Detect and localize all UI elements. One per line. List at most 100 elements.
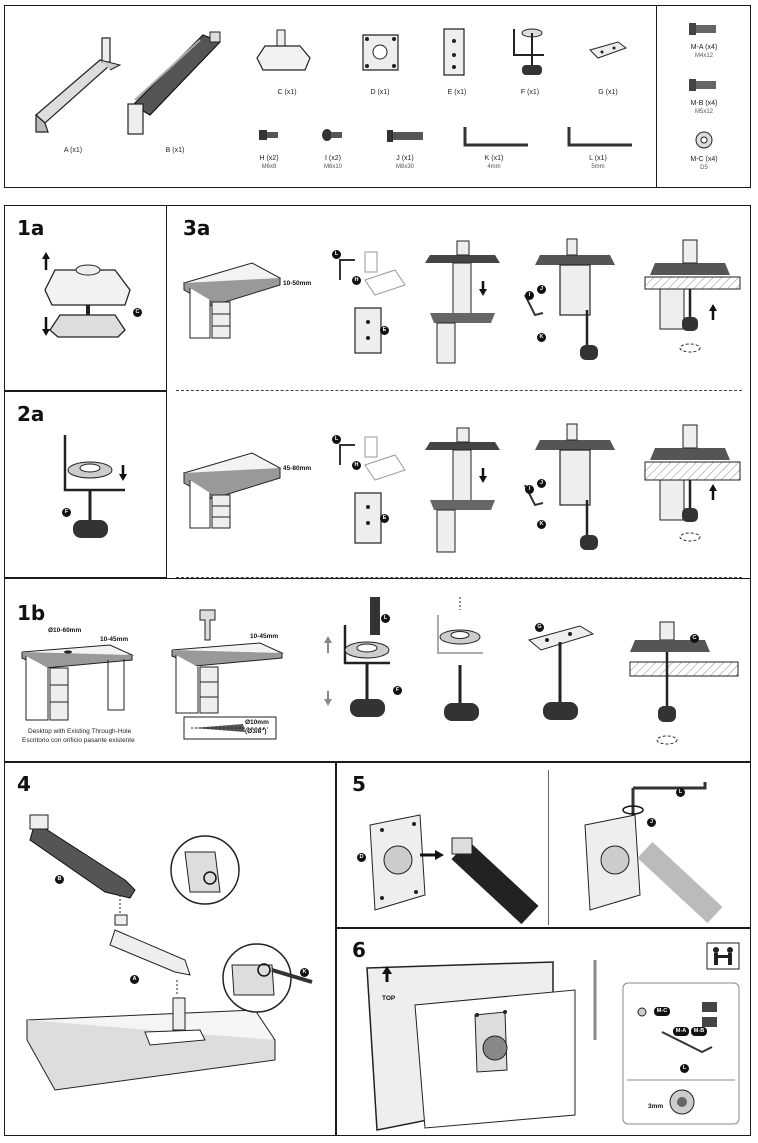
step-3a-callout-l-bottom: L — [332, 435, 341, 444]
part-g-label: G (x1) — [598, 89, 618, 96]
step-6-box — [336, 928, 751, 1136]
step-2a-callout-f: F — [62, 508, 71, 517]
step-3a-callout-l-top: L — [332, 250, 341, 259]
part-ma-size: M4x12 — [694, 53, 713, 59]
step-5-number: 5 — [352, 772, 366, 796]
part-k-count: K (x1) — [484, 155, 504, 162]
step-6-callout-l: L — [680, 1064, 689, 1073]
step-4-callout-a: A — [130, 975, 139, 984]
part-mb-count: M-B (x4) — [690, 100, 718, 107]
step-1b-drill-size-inch: (Ø3/8") — [245, 728, 267, 735]
step-5-divider — [548, 770, 549, 925]
step-5-callout-d: D — [357, 853, 366, 862]
part-j-size: M8x30 — [395, 164, 414, 170]
part-h-count: H (x2) — [259, 155, 279, 162]
part-i-size: M6x10 — [323, 164, 342, 170]
part-e-clamp-bracket — [443, 28, 465, 76]
step-2a-number: 2a — [17, 402, 45, 426]
step-3a-callout-h-top: H — [352, 276, 361, 285]
step-1a-box — [4, 205, 167, 391]
step-6-number: 6 — [352, 938, 366, 962]
step-4-zoom-upper-joint — [170, 835, 240, 905]
step-6-top-label: TOP — [382, 995, 396, 1002]
step-6-two-person-icon — [706, 942, 740, 970]
step-3a-callout-e-top: E — [380, 326, 389, 335]
part-j-count: J (x1) — [396, 155, 414, 162]
step-3a-callout-e-bottom: E — [380, 514, 389, 523]
step-1b-thickness-right: 10-45mm — [250, 633, 279, 640]
step-3a-tighten-top — [524, 238, 615, 360]
step-4-zoom-lower-joint — [222, 943, 313, 1013]
step-1b-caption-es: Escritorio con orificio pasante existent… — [22, 737, 135, 744]
step-3a-callout-i-bottom: I — [525, 485, 534, 494]
step-3a-callout-j-bottom: J — [537, 479, 546, 488]
step-3a-desk-bottom — [182, 452, 282, 529]
part-i-screw — [322, 129, 342, 141]
part-e-label: E (x1) — [447, 89, 467, 96]
step-1b-caption-en: Desktop with Existing Through-Hole — [28, 728, 132, 735]
part-k-size: 4mm — [487, 164, 501, 170]
step-1b-drill-bit — [183, 716, 277, 740]
part-f-label: F (x1) — [520, 89, 540, 96]
part-b-label: B (x1) — [165, 147, 185, 154]
step-5-vesa-attach — [369, 814, 539, 925]
step-4-box — [4, 762, 336, 1136]
parts-list-panel — [4, 5, 751, 188]
part-mb-label: M-B (x4) M5x12 — [679, 100, 729, 116]
step-5-screw-tighten — [584, 782, 723, 924]
step-1a-number: 1a — [17, 216, 45, 240]
part-c-base — [256, 29, 311, 71]
step-1b-desk-with-hole — [21, 644, 134, 721]
step-1b-desk-drill — [171, 609, 284, 714]
step-1b-divider — [4, 578, 751, 579]
step-6-key-size: 3mm — [648, 1103, 664, 1110]
step-3a-tighten-bottom — [524, 423, 615, 550]
part-mc-count: M-C (x4) — [690, 156, 718, 163]
part-ma-screw — [689, 23, 716, 35]
step-1b-number: 1b — [17, 601, 46, 625]
part-d-vesa-plate — [362, 34, 399, 71]
part-mc-label: M-C (x4) D5 — [679, 156, 729, 172]
part-i-count: I (x2) — [325, 155, 341, 162]
part-h-screw — [259, 130, 278, 140]
step-1b-callout-l: L — [381, 614, 390, 623]
part-k-label: K (x1) 4mm — [469, 155, 519, 171]
step-1a-base-illustration — [42, 252, 131, 338]
step-4-callout-b: B — [55, 875, 64, 884]
step-1a-callout-c: C — [133, 308, 142, 317]
step-1b-top-divider — [176, 577, 742, 578]
step-3a-callout-k-bottom: K — [537, 520, 546, 529]
step-3a-final-bottom — [644, 424, 741, 542]
step-3a-base-placement-bottom — [425, 427, 500, 553]
step-1b-hole-diameter: Ø10-60mm — [48, 627, 82, 634]
step-5-callout-l: L — [676, 788, 685, 797]
step-3a-callout-i-top: I — [525, 291, 534, 300]
part-b-upper-arm — [127, 31, 222, 135]
screws-panel-divider — [656, 5, 657, 188]
part-mc-size: D5 — [700, 165, 708, 171]
step-4-number: 4 — [17, 772, 31, 796]
part-ma-label: M-A (x4) M4x12 — [679, 44, 729, 60]
step-6-monitor-mount — [366, 960, 597, 1131]
step-2a-clamp-illustration — [63, 435, 127, 538]
step-3a-number: 3a — [183, 216, 211, 240]
part-g-plate — [589, 41, 628, 59]
step-3a-callout-j-top: J — [537, 285, 546, 294]
part-k-hex-key — [463, 127, 528, 147]
step-1b-grommet-disassembled — [437, 597, 483, 721]
part-l-size: 5mm — [591, 164, 605, 170]
step-4-callout-k: K — [300, 968, 309, 977]
step-6-hardware-detail — [622, 982, 740, 1125]
step-3a-dimension-top: 10-50mm — [283, 280, 312, 287]
step-3a-final-top — [644, 239, 741, 353]
step-1b-drill-size: Ø10mm — [245, 719, 269, 726]
step-3a-callout-h-bottom: H — [352, 461, 361, 470]
step-3a-callout-k-top: K — [537, 333, 546, 342]
part-mb-size: M5x12 — [694, 109, 713, 115]
part-ma-count: M-A (x4) — [690, 44, 718, 51]
part-a-lower-arm — [35, 37, 122, 133]
step-1b-final-mount — [629, 621, 739, 745]
part-l-count: L (x1) — [589, 155, 607, 162]
part-i-label: I (x2) M6x10 — [308, 155, 358, 171]
part-a-label: A (x1) — [63, 147, 83, 154]
